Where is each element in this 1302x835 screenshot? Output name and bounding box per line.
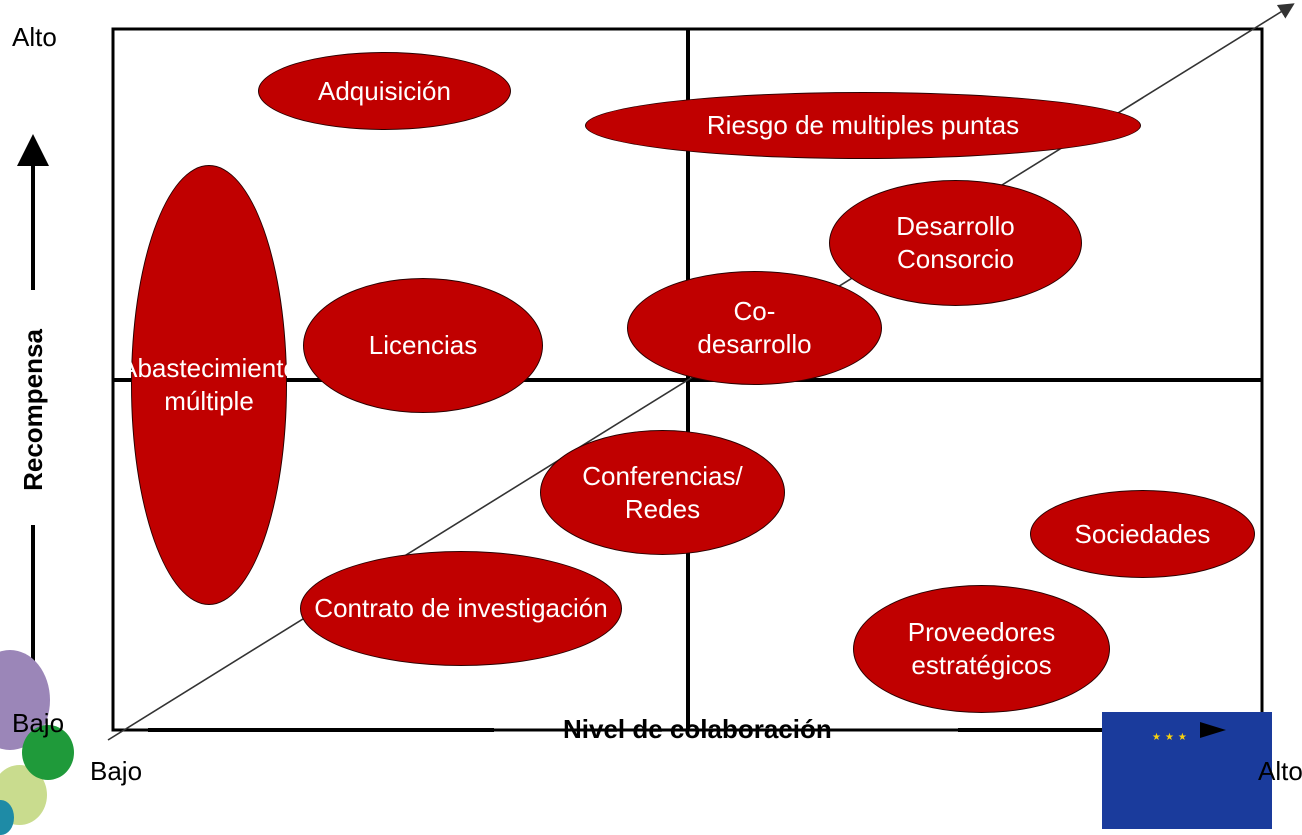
item-conferencias: Conferencias/ Redes xyxy=(540,430,785,555)
item-sociedades: Sociedades xyxy=(1030,490,1255,578)
item-riesgo: Riesgo de multiples puntas xyxy=(585,92,1141,159)
logo-green-circle xyxy=(22,725,74,780)
logo-teal-circle xyxy=(0,800,14,835)
y-axis-low-label: Bajo xyxy=(12,708,65,738)
item-abastecimiento: Abastecimiento múltiple xyxy=(120,165,298,605)
item-proveedores: Proveedores estratégicos xyxy=(853,585,1110,713)
item-contrato: Contrato de investigación xyxy=(300,551,622,666)
item-desarrollo-consorcio: Desarrollo Consorcio xyxy=(829,180,1082,306)
y-axis-high-label: Alto xyxy=(12,22,57,52)
item-licencias: Licencias xyxy=(303,278,543,413)
item-adquisicion: Adquisición xyxy=(258,52,511,130)
item-co-desarrollo: Co- desarrollo xyxy=(627,271,882,385)
x-axis-title: Nivel de colaboración xyxy=(563,714,832,744)
x-axis-high-label: Alto xyxy=(1258,756,1302,786)
y-axis-title: Recompensa xyxy=(18,329,48,491)
eu-flag-icon: ★★★ xyxy=(1102,712,1272,829)
x-axis-low-label: Bajo xyxy=(90,756,143,786)
